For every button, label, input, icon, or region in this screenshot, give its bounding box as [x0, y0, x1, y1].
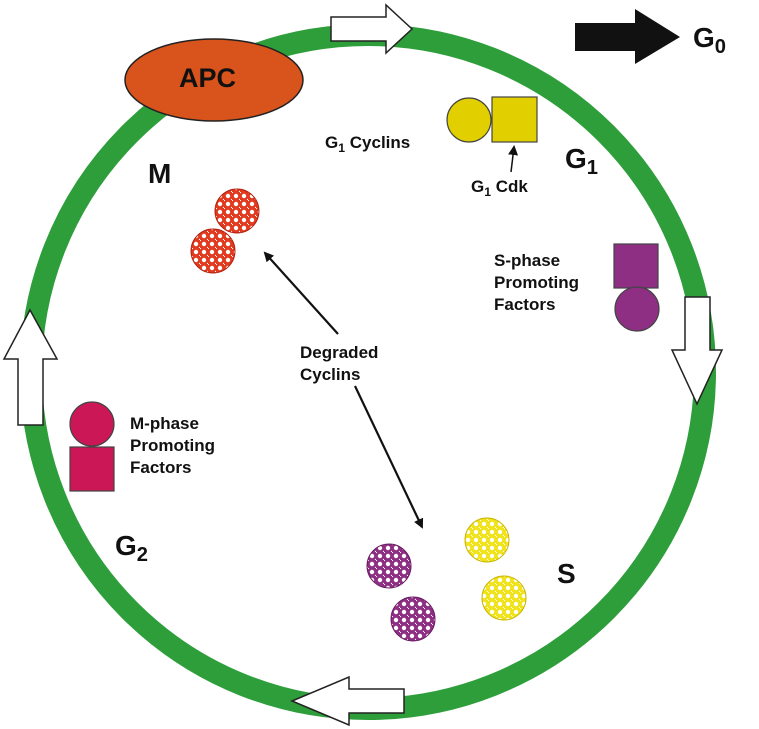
g1-cyclins-label: G1 Cyclins — [325, 133, 411, 155]
degraded-cyclin-ball-icon — [464, 517, 510, 563]
apc-ellipse — [124, 38, 304, 122]
degraded-cyclin-ball-icon — [190, 228, 236, 274]
direction-arrow-top-icon — [330, 3, 414, 55]
g2-phase-label: G2 — [115, 530, 148, 567]
degraded-cyclin-ball-icon — [390, 596, 436, 642]
degraded-cyclin-ball-icon — [366, 543, 412, 589]
degraded-cyclin-ball-icon — [214, 188, 260, 234]
s-phase-circle-icon — [614, 286, 660, 332]
g1-phase-label: G1 — [565, 143, 598, 180]
degraded-cyclins-label: Degraded Cyclins — [300, 343, 379, 384]
m-phase-factors-label: M-phase Promoting Factors — [130, 414, 215, 477]
degraded-pointer-arrow-down-icon — [354, 385, 424, 529]
g1-cdk-square-icon — [491, 96, 538, 143]
direction-arrow-bottom-icon — [290, 675, 405, 727]
m-phase-circle-icon — [69, 401, 115, 447]
m-phase-square-icon — [69, 446, 115, 492]
degraded-pointer-arrow-up-icon — [263, 251, 339, 335]
g1-cdk-pointer-arrow-icon — [508, 145, 519, 173]
g0-exit-arrow-icon — [575, 9, 680, 64]
degraded-cyclin-ball-icon — [481, 575, 527, 621]
s-phase-label: S — [557, 558, 576, 589]
s-phase-factors-label: S-phase Promoting Factors — [494, 251, 579, 314]
s-phase-square-icon — [613, 243, 659, 289]
m-phase-label: M — [148, 158, 172, 189]
direction-arrow-left-icon — [2, 308, 59, 426]
apc-label: APC — [179, 63, 237, 93]
direction-arrow-right-icon — [670, 296, 724, 406]
g1-cdk-label: G1 Cdk — [471, 177, 528, 199]
g1-cyclin-circle-icon — [446, 97, 492, 143]
g0-label: G0 — [693, 22, 726, 59]
